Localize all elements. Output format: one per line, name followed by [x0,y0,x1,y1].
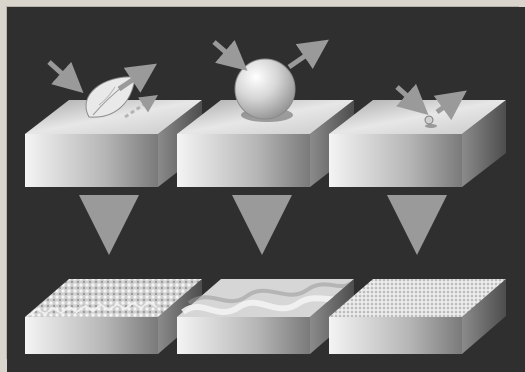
figure-canvas [7,7,525,372]
figure-frame [6,6,519,359]
sphere-icon [235,59,295,122]
